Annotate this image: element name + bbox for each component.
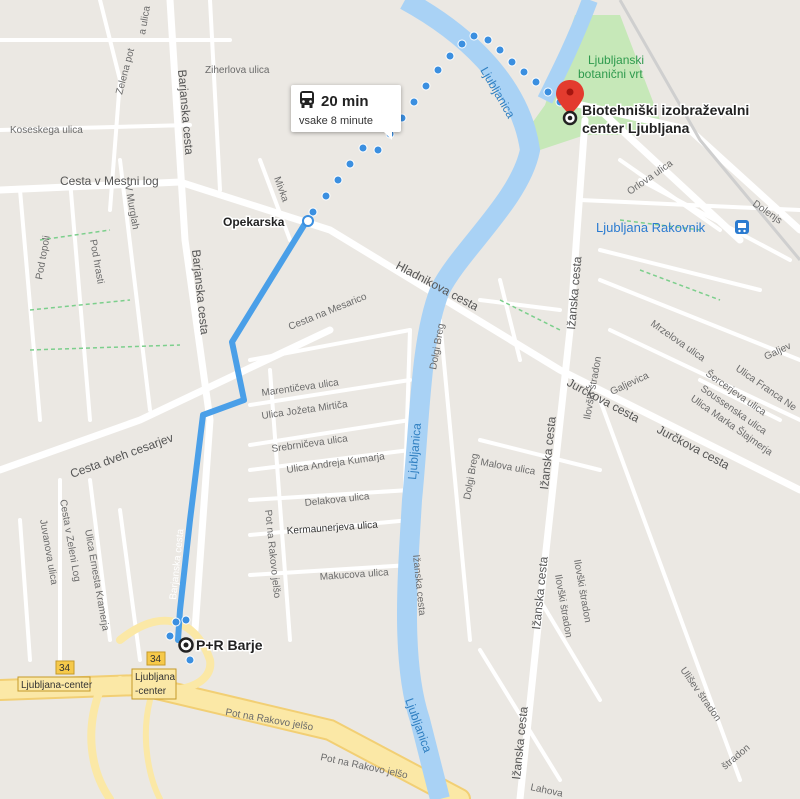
bus-icon <box>299 90 315 113</box>
botanical-garden-label: Ljubljanski <box>588 53 644 67</box>
route-shield-34-right: 34 <box>146 651 166 666</box>
highway-label-ljubljana-center-2: Ljubljana -center <box>131 668 177 700</box>
street-label: Makucova ulica <box>319 567 389 583</box>
footpaths <box>29 219 721 351</box>
route-info-card[interactable]: 20 min vsake 8 minute <box>291 85 401 140</box>
route-duration: 20 min <box>321 93 369 110</box>
destination-pin-icon[interactable] <box>556 80 584 126</box>
street-label: a ulica <box>137 5 153 36</box>
destination-label: Biotehniški izobraževalni <box>582 102 749 118</box>
street-label: Ziherlova ulica <box>205 65 270 76</box>
river-label: Ljubljanica <box>405 422 424 480</box>
svg-text:34: 34 <box>59 663 71 674</box>
stop-opekarska[interactable] <box>302 215 314 227</box>
svg-text:-center: -center <box>135 686 167 697</box>
street-label: Koseskega ulica <box>10 125 83 136</box>
svg-text:34: 34 <box>150 654 162 665</box>
street-label: Cesta v Mestni log <box>60 174 159 188</box>
train-station-icon <box>735 220 749 234</box>
transit-route-line <box>175 219 309 643</box>
origin-marker[interactable] <box>178 637 194 653</box>
route-shield-34-left: 34 <box>55 660 75 675</box>
destination-label: center Ljubljana <box>582 120 690 136</box>
svg-text:Ljubljana-center: Ljubljana-center <box>21 680 93 691</box>
svg-text:Ljubljana: Ljubljana <box>135 672 175 683</box>
botanical-garden-label: botanični vrt <box>578 67 643 81</box>
river-ljubljanica <box>397 0 541 799</box>
card-pointer <box>383 131 392 140</box>
origin-label: P+R Barje <box>196 637 263 653</box>
station-label: Ljubljana Rakovnik <box>596 220 706 235</box>
highway-label-ljubljana-center: Ljubljana-center <box>17 676 93 692</box>
route-frequency: vsake 8 minute <box>299 115 373 127</box>
street-label: Ižanska cesta <box>564 256 584 331</box>
railway <box>618 0 800 261</box>
stop-label-opekarska: Opekarska <box>223 215 285 229</box>
